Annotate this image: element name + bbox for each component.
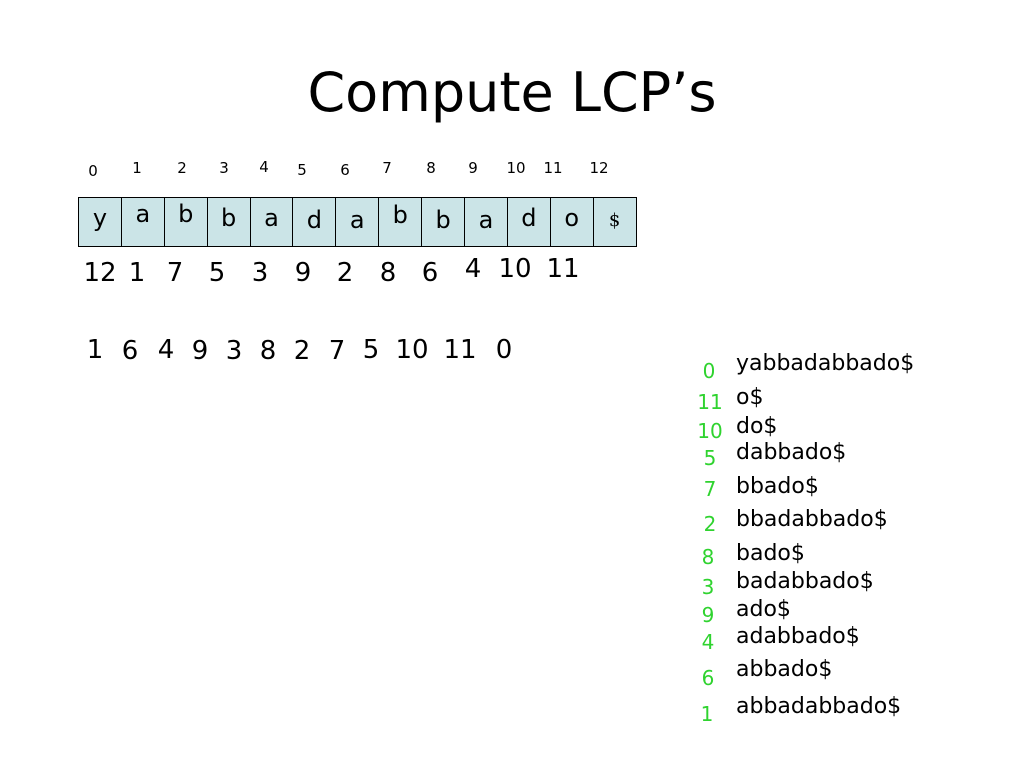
rank-value: 3 — [251, 258, 269, 288]
suffix-text: badabbado$ — [736, 569, 874, 594]
suffix-index: 6 — [701, 666, 715, 690]
string-index-8: 8 — [426, 159, 436, 177]
suffix-text: bado$ — [736, 541, 805, 566]
char-cell-2: b — [164, 197, 208, 247]
suffix-index: 8 — [701, 545, 715, 569]
sequence-value: 4 — [157, 335, 175, 365]
suffix-index: 10 — [697, 419, 723, 443]
suffix-index: 7 — [703, 477, 717, 501]
char-cell-9: a — [465, 197, 508, 247]
rank-value: 2 — [336, 258, 354, 288]
rank-value: 8 — [379, 258, 397, 288]
sequence-value: 3 — [225, 336, 243, 366]
suffix-index: 5 — [703, 446, 717, 470]
suffix-text: ado$ — [736, 597, 791, 622]
slide-title: Compute LCP’s — [307, 61, 717, 124]
rank-value: 10 — [498, 254, 532, 284]
char-1: a — [135, 200, 151, 228]
suffix-text: adabbado$ — [736, 624, 860, 649]
sequence-value: 6 — [121, 336, 139, 366]
sequence-value: 2 — [293, 336, 311, 366]
char-cell-7: b — [379, 197, 423, 247]
char-9: a — [478, 206, 494, 234]
string-index-9: 9 — [468, 159, 478, 177]
rank-value: 7 — [166, 258, 184, 288]
sequence-value: 9 — [191, 336, 209, 366]
string-index-12: 12 — [589, 159, 609, 177]
rank-value: 9 — [294, 258, 312, 288]
sequence-value: 11 — [443, 335, 477, 365]
rank-value: 12 — [83, 258, 117, 288]
suffix-index: 3 — [701, 575, 715, 599]
suffix-index: 4 — [701, 630, 715, 654]
char-4: a — [264, 204, 279, 232]
sequence-value: 0 — [495, 335, 513, 365]
char-cell-0: y — [79, 197, 122, 247]
sequence-value: 10 — [395, 335, 429, 365]
char-cell-1: a — [121, 197, 165, 247]
sequence-value: 5 — [362, 335, 380, 365]
char-6: a — [349, 206, 365, 234]
rank-value: 11 — [546, 254, 580, 284]
string-index-4: 4 — [259, 158, 269, 176]
sequence-value: 1 — [86, 335, 104, 365]
char-cell-10: d — [507, 197, 551, 247]
suffix-text: yabbadabbado$ — [736, 351, 915, 376]
char-2: b — [178, 200, 194, 228]
suffix-text: do$ — [736, 414, 778, 439]
string-index-11: 11 — [543, 159, 563, 177]
suffix-text: abbadabbado$ — [736, 694, 902, 719]
rank-value: 6 — [421, 258, 439, 288]
rank-value: 5 — [208, 258, 226, 288]
string-index-1: 1 — [132, 159, 142, 177]
char-cell-3: b — [207, 197, 251, 247]
char-cell-6: a — [336, 197, 380, 247]
suffix-index: 2 — [703, 512, 717, 536]
sequence-value: 8 — [259, 336, 277, 366]
char-10: d — [521, 204, 537, 232]
char-0: y — [92, 204, 108, 232]
char-cell-8: b — [422, 197, 466, 247]
suffix-index: 1 — [700, 702, 714, 726]
string-index-5: 5 — [297, 161, 307, 179]
suffix-index: 11 — [697, 390, 723, 414]
suffix-text: o$ — [736, 385, 764, 410]
suffix-index: 9 — [701, 603, 715, 627]
string-index-6: 6 — [340, 161, 350, 179]
char-cell-11: o — [550, 197, 594, 247]
sequence-value: 7 — [328, 336, 346, 366]
rank-value: 1 — [128, 258, 146, 288]
string-index-7: 7 — [382, 159, 392, 177]
string-array: y a b b a d a b b a d o $ — [78, 197, 637, 247]
string-index-10: 10 — [506, 159, 526, 177]
char-7: b — [392, 201, 408, 229]
suffix-text: abbado$ — [736, 657, 833, 682]
string-index-3: 3 — [219, 159, 229, 177]
suffix-text: bbado$ — [736, 474, 819, 499]
char-cell-4: a — [250, 197, 294, 247]
string-index-0: 0 — [88, 162, 98, 180]
char-cell-5: d — [293, 197, 337, 247]
char-8: b — [435, 206, 451, 234]
char-5: d — [306, 206, 323, 234]
suffix-index: 0 — [702, 359, 716, 383]
suffix-text: bbadabbado$ — [736, 507, 888, 532]
suffix-text: dabbado$ — [736, 440, 847, 465]
char-12: $ — [608, 210, 621, 231]
char-3: b — [221, 204, 237, 232]
char-cell-12: $ — [593, 197, 637, 247]
char-11: o — [564, 204, 580, 232]
string-index-2: 2 — [177, 159, 187, 177]
rank-value: 4 — [464, 254, 482, 284]
